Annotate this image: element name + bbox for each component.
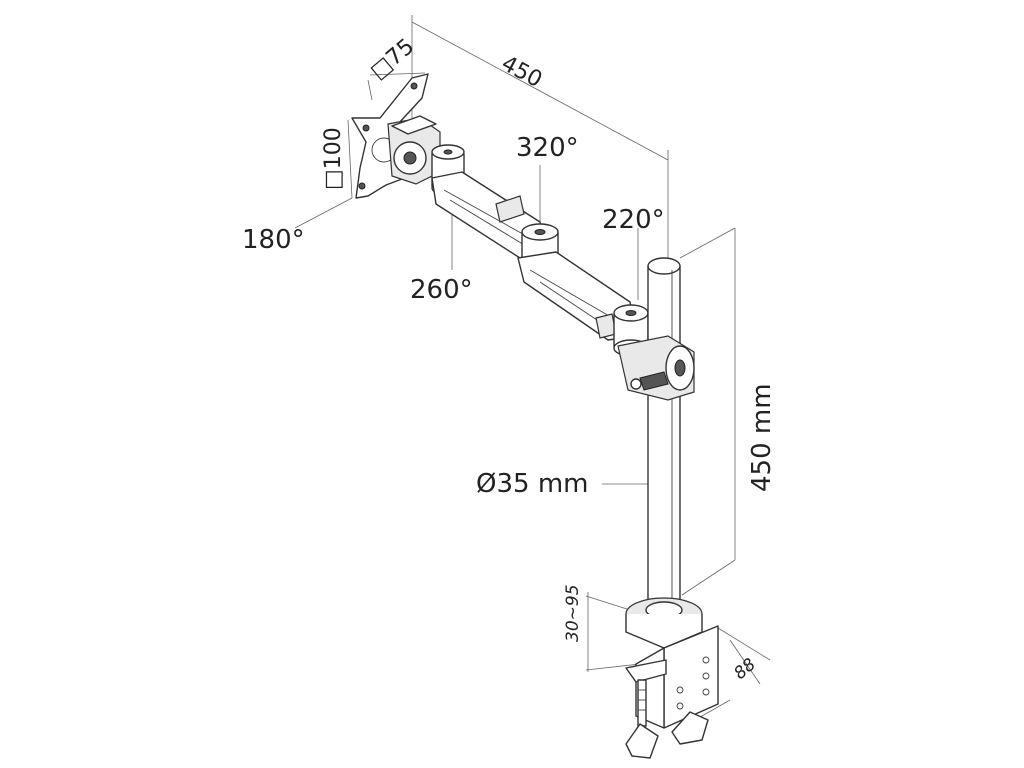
label-pole-diameter: Ø35 mm [476,469,588,499]
label-pole-height: 450 mm [747,383,777,492]
label-rotation-320: 320° [516,133,579,163]
label-arm-reach: 450 [497,51,546,93]
pole-collar [617,335,695,401]
label-clamp-range: 30~95 [563,584,583,642]
label-vesa-100: □100 [321,127,346,190]
label-vesa-75: □75 [366,34,419,85]
desk-clamp [625,597,719,759]
label-clamp-depth: 88 [730,654,760,683]
label-rotation-180: 180° [242,225,305,255]
tilt-head [387,115,441,185]
dimension-lines [294,15,771,721]
label-rotation-260: 260° [410,275,473,305]
diagram-labels: □75 □100 450 320° 220° 180° 260° Ø35 mm … [242,34,777,684]
label-rotation-220: 220° [602,205,665,235]
pole [647,257,681,621]
